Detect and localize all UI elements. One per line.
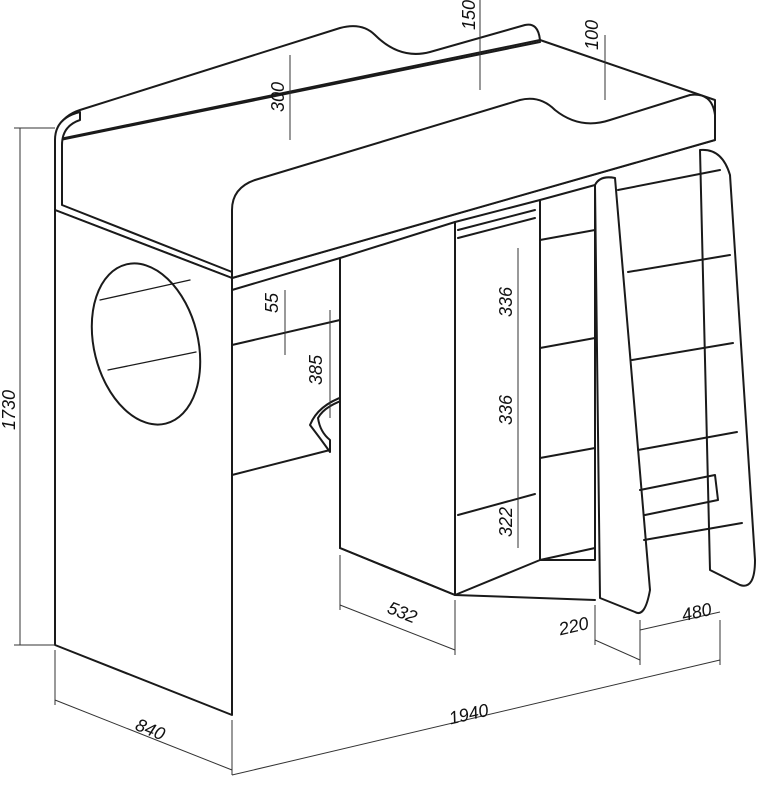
dim-rail-height: 300 — [268, 82, 288, 112]
shelving-unit — [539, 184, 596, 561]
dim-shelf-lower: 322 — [496, 507, 516, 537]
dim-rail-right: 100 — [582, 20, 602, 50]
dim-length: 1940 — [447, 700, 491, 728]
ladder-rung-3 — [631, 342, 734, 361]
dim-shelf-width: 220 — [556, 613, 591, 639]
ladder-rung-5 — [643, 522, 743, 541]
ladder-rung-4 — [637, 431, 738, 451]
dim-total-height: 1730 — [0, 390, 19, 430]
dim-desk-height: 385 — [306, 354, 326, 385]
dim-desk-width: 532 — [385, 598, 420, 628]
side-guard-rail — [54, 111, 233, 279]
front-guard-rail — [231, 93, 716, 279]
dim-rail-cutout: 150 — [459, 0, 479, 30]
dim-shelf-middle: 336 — [496, 394, 516, 425]
dim-desk-gap: 55 — [262, 292, 282, 313]
dimension-labels: 1730 840 1940 532 220 480 300 150 100 55… — [0, 0, 714, 744]
dim-shelf-upper: 336 — [496, 286, 516, 317]
ladder — [594, 148, 756, 614]
ladder-rung-1 — [617, 169, 721, 191]
dimension-lines — [14, 0, 721, 776]
round-porthole — [90, 262, 202, 426]
ladder-rung-2 — [627, 254, 731, 273]
left-end-panel — [54, 209, 233, 716]
dim-depth: 840 — [133, 715, 168, 745]
wardrobe — [339, 199, 596, 601]
dim-ladder-width: 480 — [680, 599, 714, 625]
